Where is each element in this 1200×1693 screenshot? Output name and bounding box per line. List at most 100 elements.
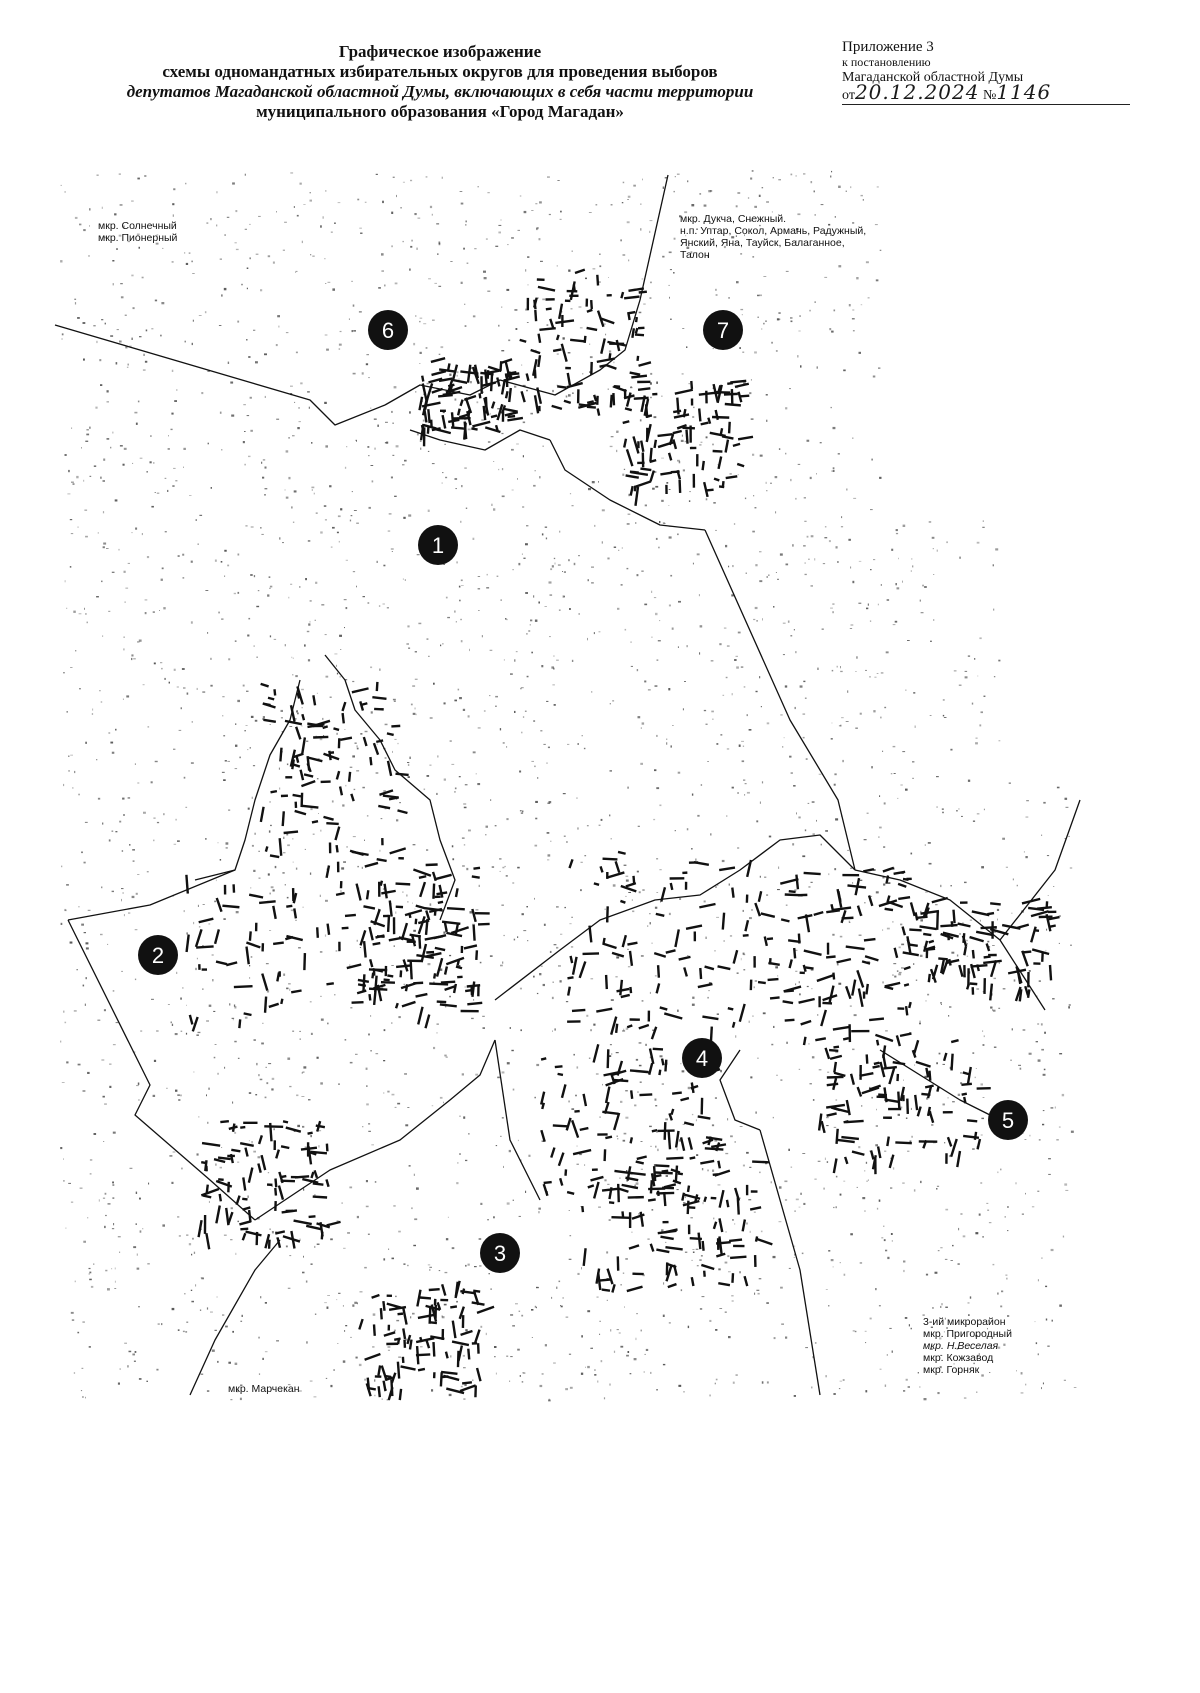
map-speckle	[852, 580, 855, 584]
map-building	[386, 914, 391, 932]
map-building	[560, 343, 568, 362]
map-speckle	[517, 1139, 519, 1142]
map-speckle	[314, 1245, 316, 1248]
map-speckle	[598, 481, 599, 483]
map-speckle	[127, 241, 130, 243]
map-speckle	[260, 527, 262, 529]
map-speckle	[503, 934, 505, 937]
map-speckle	[146, 556, 150, 559]
map-speckle	[654, 685, 658, 687]
map-building	[279, 747, 283, 762]
map-speckle	[620, 1284, 622, 1286]
map-speckle	[515, 328, 518, 330]
map-speckle	[447, 616, 450, 619]
map-speckle	[295, 675, 298, 678]
map-speckle	[190, 762, 194, 764]
map-building	[976, 1087, 991, 1090]
map-speckle	[228, 658, 231, 661]
map-speckle	[824, 537, 828, 539]
map-building	[618, 1187, 629, 1193]
map-speckle	[1021, 1213, 1024, 1215]
map-speckle	[499, 728, 502, 731]
map-building	[923, 932, 932, 937]
map-speckle	[207, 442, 209, 445]
map-speckle	[253, 329, 256, 331]
map-speckle	[475, 909, 479, 911]
map-building	[365, 890, 370, 900]
map-speckle	[102, 635, 104, 637]
map-speckle	[1045, 1318, 1048, 1321]
map-speckle	[275, 344, 278, 347]
map-speckle	[795, 983, 797, 986]
map-speckle	[200, 1277, 204, 1279]
map-speckle	[356, 1215, 359, 1219]
map-speckle	[973, 1362, 975, 1365]
map-speckle	[750, 418, 754, 420]
map-speckle	[69, 941, 73, 944]
map-building	[399, 970, 403, 978]
map-speckle	[277, 315, 280, 318]
map-speckle	[804, 829, 807, 832]
map-speckle	[346, 846, 348, 848]
map-building	[865, 983, 869, 995]
map-building	[539, 1091, 546, 1105]
map-speckle	[816, 819, 817, 822]
map-speckle	[945, 1306, 948, 1308]
map-building	[307, 1131, 313, 1135]
map-speckle	[353, 330, 356, 332]
map-speckle	[865, 1390, 868, 1393]
map-speckle	[477, 783, 481, 786]
map-building	[482, 405, 487, 421]
map-speckle	[645, 1043, 647, 1046]
map-speckle	[659, 1055, 663, 1058]
map-speckle	[896, 587, 900, 590]
map-building	[326, 923, 331, 936]
map-speckle	[156, 1368, 159, 1371]
map-speckle	[224, 760, 227, 762]
map-speckle	[425, 347, 428, 349]
map-building	[380, 1365, 388, 1380]
map-speckle	[110, 335, 114, 337]
map-building	[919, 925, 937, 931]
map-speckle	[313, 1396, 317, 1398]
map-speckle	[697, 814, 700, 817]
map-speckle	[773, 1025, 775, 1028]
map-speckle	[420, 447, 422, 450]
map-building	[223, 884, 227, 895]
map-building	[945, 958, 960, 965]
map-speckle	[571, 250, 573, 252]
map-speckle	[221, 449, 223, 451]
map-speckle	[770, 482, 772, 484]
map-speckle	[752, 256, 755, 258]
map-building	[239, 1220, 252, 1226]
map-speckle	[392, 454, 395, 456]
map-speckle	[601, 541, 603, 544]
map-speckle	[626, 523, 630, 525]
map-speckle	[144, 360, 148, 363]
map-speckle	[246, 267, 249, 269]
map-speckle	[941, 808, 944, 810]
map-speckle	[350, 1336, 352, 1338]
map-building	[294, 801, 298, 808]
map-speckle	[368, 506, 371, 509]
map-speckle	[597, 1380, 599, 1383]
map-speckle	[677, 459, 680, 462]
map-speckle	[281, 731, 283, 733]
map-building	[845, 945, 865, 951]
map-speckle	[997, 1346, 1001, 1349]
map-speckle	[761, 187, 764, 189]
boundary-district-2-south	[254, 1039, 496, 1221]
map-speckle	[952, 1244, 954, 1247]
map-speckle	[438, 241, 441, 244]
map-speckle	[834, 773, 837, 776]
map-building	[693, 861, 710, 866]
map-building	[537, 285, 556, 292]
map-speckle	[653, 471, 657, 473]
map-speckle	[121, 898, 122, 902]
map-speckle	[681, 434, 683, 437]
map-speckle	[946, 1327, 948, 1329]
map-speckle	[1020, 1392, 1024, 1394]
map-speckle	[303, 1188, 305, 1191]
map-speckle	[840, 670, 843, 673]
map-speckle	[439, 968, 443, 971]
